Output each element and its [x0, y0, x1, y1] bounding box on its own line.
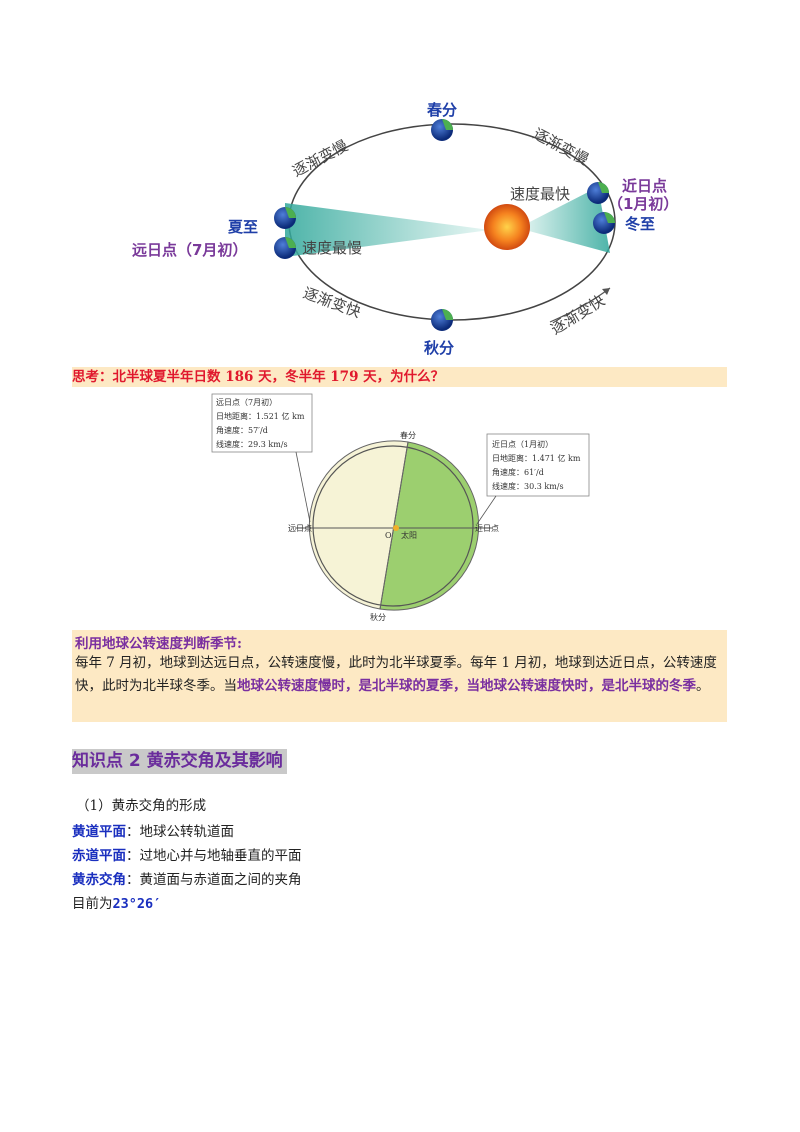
definition-term: 黄道平面 — [72, 824, 126, 840]
slowing-left-label: 逐渐变慢 — [289, 136, 350, 180]
aphelion-info-line: 日地距离：1.521 亿 km — [216, 411, 305, 421]
season-title: 利用地球公转速度判断季节: — [75, 636, 242, 652]
aphelion-info-line: 线速度：29.3 km/s — [216, 439, 288, 449]
definition-text: ：过地心并与地轴垂直的平面 — [126, 848, 302, 864]
perihelion-date-label: （1月初） — [608, 195, 678, 213]
aphelion-label: 远日点（7月初） — [132, 241, 247, 259]
speeding-right-label: 逐渐变快 — [548, 291, 608, 338]
speeding-left-label: 逐渐变快 — [301, 284, 364, 321]
current-angle-value: 23°26′ — [112, 896, 162, 912]
autumn-label: 秋分 — [370, 612, 386, 622]
season-body-highlight: 地球公转速度慢时，是北半球的夏季，当地球公转速度快时，是北半球的冬季 — [237, 678, 696, 694]
definition-text: ：地球公转轨道面 — [126, 824, 234, 840]
aphelion-info-line: 远日点（7月初） — [216, 397, 277, 407]
perihelion-info-line: 角速度：61′/d — [492, 467, 544, 477]
aphelion-sweep — [285, 203, 490, 257]
spring-equinox-label: 春分 — [427, 101, 457, 119]
sun-icon — [393, 525, 399, 531]
perihelion-point-label: 近日点 — [475, 523, 499, 533]
definition-term: 黄赤交角 — [72, 872, 126, 888]
perihelion-info-box — [486, 433, 590, 497]
aphelion-info-box — [211, 393, 313, 453]
aphelion-point-label: 远日点 — [288, 524, 312, 533]
season-body-end: 。 — [696, 678, 710, 694]
speed-fastest-label: 速度最快 — [510, 185, 570, 203]
perihelion-info-line: 近日点（1月初） — [492, 439, 553, 449]
center-label: O — [385, 531, 392, 540]
think-question: 思考：北半球夏半年日数 186 天，冬半年 179 天，为什么？ — [72, 367, 727, 387]
speed-slowest-label: 速度最慢 — [302, 239, 362, 257]
current-prefix: 目前为 — [72, 896, 113, 912]
orbit-data-diagram: 远日点（7月初） 日地距离：1.521 亿 km 角速度：57′/d 线速度：2… — [211, 393, 590, 622]
subsection-title: （1）黄赤交角的形成 — [76, 798, 207, 814]
season-body-plain: 每年 7 月初，地球到达远日点，公转速度慢，此时为北半球夏季。每年 1 月初，地… — [75, 655, 717, 694]
season-body: 每年 7 月初，地球到达远日点，公转速度慢，此时为北半球夏季。每年 1 月初，地… — [75, 652, 725, 698]
definition-line: 黄道平面：地球公转轨道面 — [72, 820, 234, 840]
winter-solstice-label: 冬至 — [625, 215, 655, 233]
perihelion-info-line: 线速度：30.3 km/s — [492, 481, 564, 491]
spring-label: 春分 — [400, 430, 416, 440]
sun-label: 太阳 — [401, 530, 417, 540]
season-box: 利用地球公转速度判断季节: 每年 7 月初，地球到达远日点，公转速度慢，此时为北… — [72, 630, 727, 722]
aphelion-info-line: 角速度：57′/d — [216, 425, 268, 435]
definition-term: 赤道平面 — [72, 848, 126, 864]
perihelion-info-line: 日地距离：1.471 亿 km — [492, 453, 581, 463]
summer-solstice-label: 夏至 — [227, 218, 258, 236]
orbit-speed-diagram: 春分 秋分 夏至 冬至 远日点（7月初） 近日点 （1月初） 速度最慢 速度最快… — [132, 101, 678, 357]
current-angle-line: 目前为23°26′ — [72, 892, 161, 912]
slowing-right-label: 逐渐变慢 — [530, 125, 591, 169]
autumn-equinox-label: 秋分 — [424, 339, 454, 357]
section-title: 知识点 2 黄赤交角及其影响 — [72, 749, 287, 774]
perihelion-sweep — [518, 187, 610, 253]
earth-icon — [274, 119, 615, 331]
perihelion-label: 近日点 — [622, 177, 667, 195]
orbit-circle — [312, 445, 474, 607]
definition-line: 黄赤交角：黄道面与赤道面之间的夹角 — [72, 868, 302, 888]
definition-text: ：黄道面与赤道面之间的夹角 — [126, 872, 302, 888]
definition-line: 赤道平面：过地心并与地轴垂直的平面 — [72, 844, 302, 864]
sun-icon — [484, 204, 530, 250]
